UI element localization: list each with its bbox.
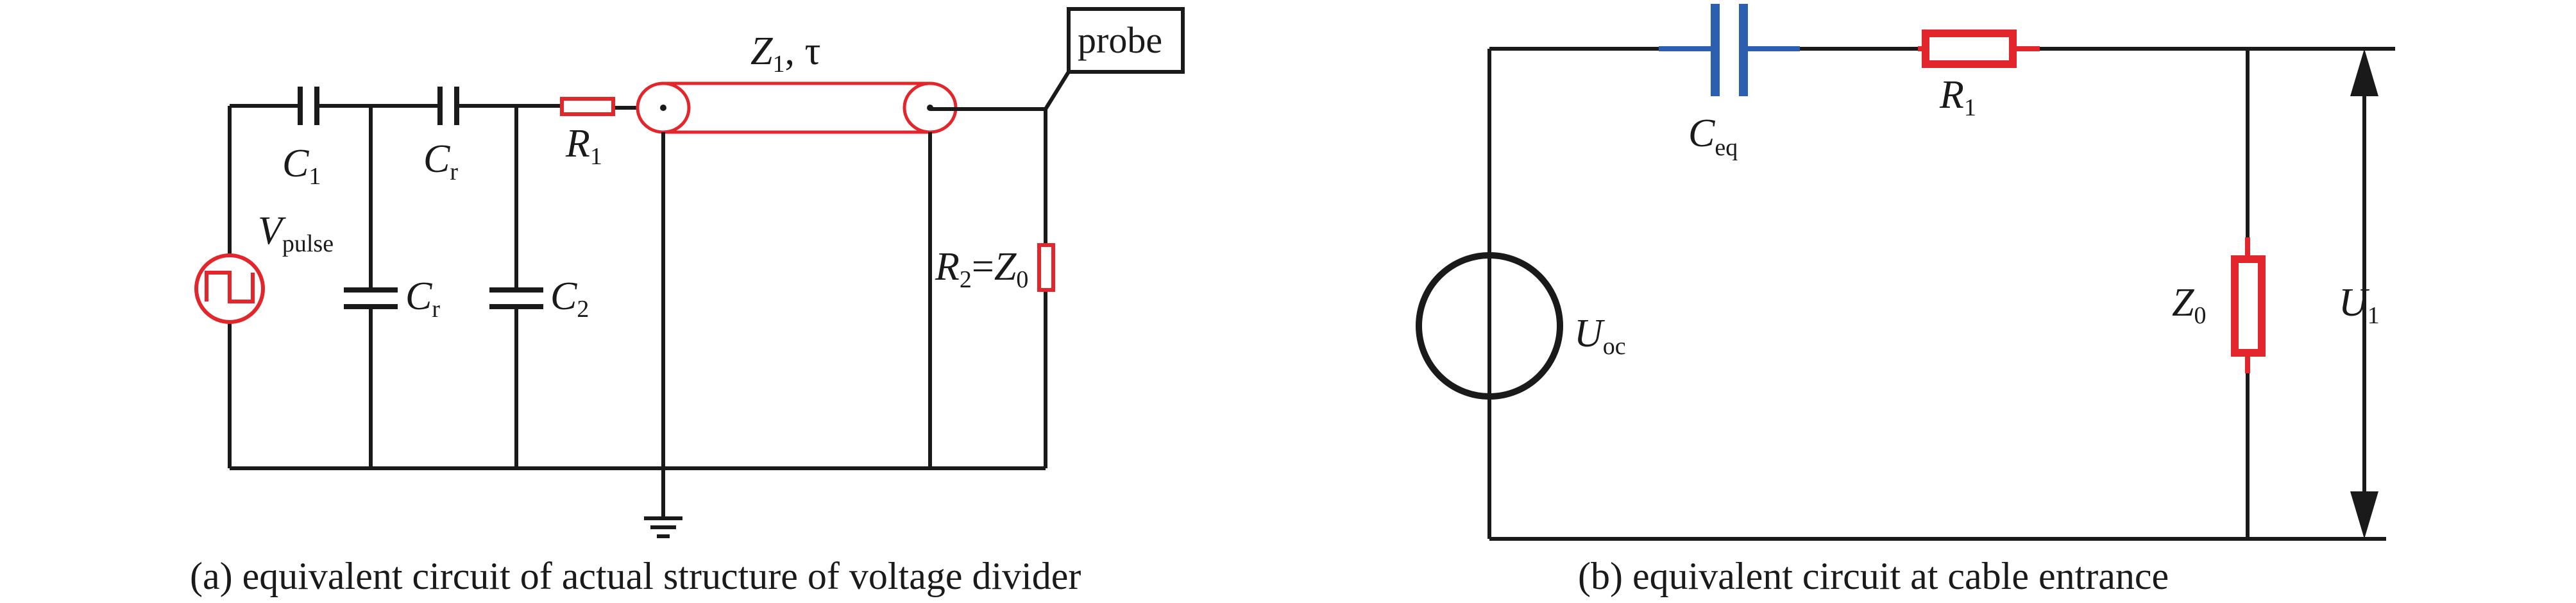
circuit-a: C1 Cr R1 Vpulse Cr C2 Z1, τ probe R2=Z0 …	[190, 7, 1185, 597]
label-r1-a: R1	[565, 122, 602, 170]
capacitor-c1	[298, 87, 319, 125]
label-z0: Z0	[2172, 281, 2206, 329]
voltage-source-uoc	[1416, 252, 1563, 400]
capacitor-cr-shunt	[344, 287, 398, 309]
resistor-r2	[1037, 243, 1055, 292]
caption-a: (a) equivalent circuit of actual structu…	[190, 555, 1081, 597]
label-cr-shunt: Cr	[405, 275, 440, 323]
ground-icon	[644, 468, 682, 538]
label-c1: C1	[282, 142, 321, 190]
capacitor-c2	[489, 287, 543, 309]
caption-b: (b) equivalent circuit at cable entrance	[1578, 555, 2169, 597]
pulse-source	[194, 253, 265, 324]
voltage-arrow-u1	[2350, 49, 2378, 539]
label-ceq: Ceq	[1688, 112, 1738, 161]
label-cr-series: Cr	[423, 137, 458, 185]
label-r2-z0: R2=Z0	[935, 245, 1028, 293]
coax-cable-z1	[636, 81, 958, 134]
resistor-r1-a	[560, 97, 615, 116]
probe-lead	[1044, 71, 1071, 110]
circuit-b: Ceq R1 Uoc Z0 U1 (b) equivalent circuit …	[1416, 4, 2395, 597]
label-probe: probe	[1078, 19, 1162, 61]
label-c2: C2	[550, 275, 589, 323]
label-vpulse: Vpulse	[258, 209, 334, 257]
capacitor-cr-series	[437, 87, 459, 125]
resistor-z0	[2231, 237, 2266, 373]
probe-box	[1067, 7, 1185, 74]
resistor-r1-b	[1918, 30, 2040, 68]
label-z1-tau: Z1, τ	[750, 30, 820, 78]
label-uoc: Uoc	[1574, 312, 1626, 360]
label-r1-b: R1	[1939, 73, 1976, 121]
label-u1: U1	[2339, 281, 2380, 329]
capacitor-ceq	[1659, 4, 1800, 96]
